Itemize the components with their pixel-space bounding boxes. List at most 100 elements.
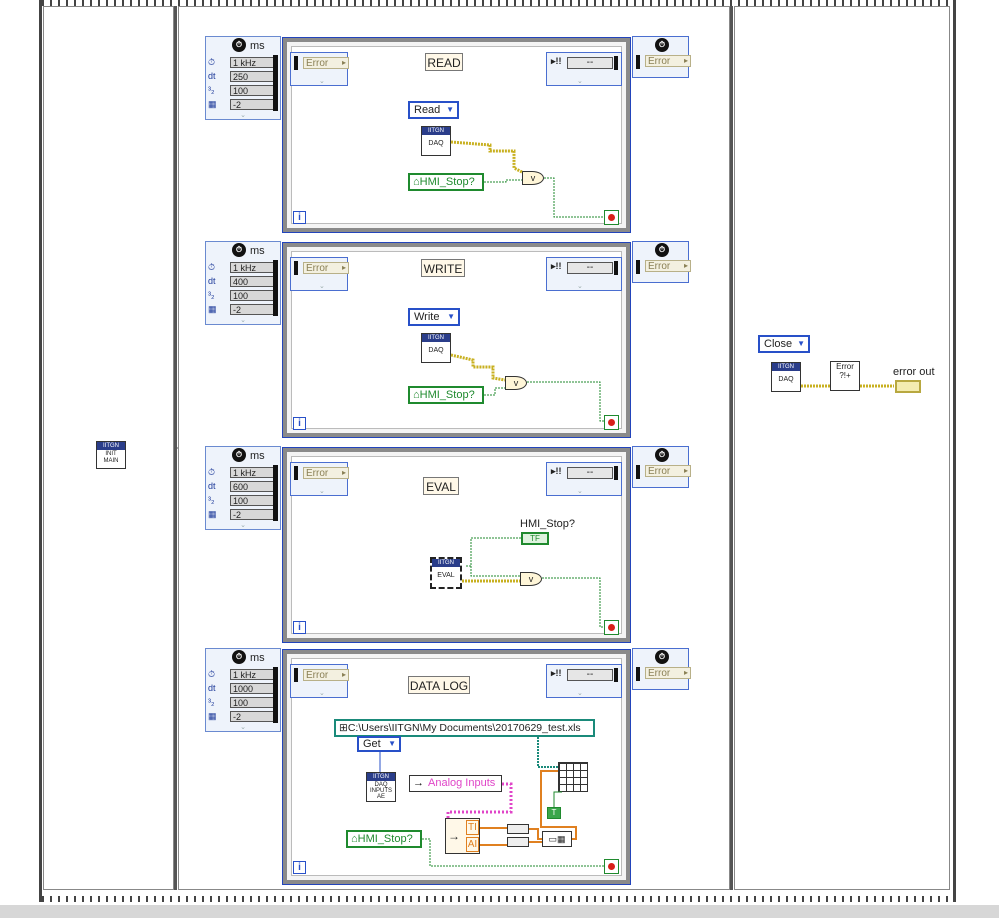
- right-node-write[interactable]: ▸!!--⌄: [546, 257, 622, 291]
- boolean-true-constant[interactable]: T: [547, 807, 561, 819]
- loop-stop-condition[interactable]: [604, 620, 619, 635]
- unit-label: ms: [250, 450, 265, 462]
- output-node-datalog[interactable]: ⏱Error▸: [632, 648, 691, 690]
- error-out-indicator[interactable]: [895, 380, 921, 393]
- global-variable-hmi-stop-datalog[interactable]: ⌂HMI_Stop?: [346, 830, 422, 848]
- processor-icon: ▦: [208, 508, 217, 519]
- vi-label: DAQ: [428, 347, 444, 354]
- left-node-read[interactable]: Error▸⌄: [290, 52, 349, 86]
- or-gate-read[interactable]: v: [522, 171, 544, 185]
- horizontal-scrollbar[interactable]: [0, 905, 999, 918]
- vi-header-text: IITGN: [97, 442, 125, 450]
- clock-icon: ⏱: [232, 448, 246, 462]
- error-label: Error: [303, 57, 349, 69]
- source-icon: ⏱: [208, 56, 216, 67]
- house-icon: ⌂: [413, 176, 420, 188]
- vi-label: DAQ: [778, 376, 794, 383]
- path-text: C:\Users\IITGN\My Documents\20170629_tes…: [347, 722, 581, 734]
- iteration-terminal: i: [293, 211, 306, 224]
- init-main-subvi[interactable]: IITGN INIT MAIN: [96, 441, 126, 469]
- enum-text: Get: [363, 738, 381, 750]
- error-output-label: Error: [645, 55, 691, 67]
- hmi-stop-boolean-indicator[interactable]: TF: [521, 532, 549, 545]
- clock-icon: ⏱: [655, 243, 669, 257]
- vi-header-text: IITGN: [422, 127, 450, 135]
- arrow-icon: →: [448, 829, 460, 843]
- global-variable-hmi-stop-read[interactable]: ⌂HMI_Stop?: [408, 173, 484, 191]
- enum-text: Write: [414, 311, 440, 323]
- enum-constant-close[interactable]: Close▼: [758, 335, 810, 353]
- error-out-label: error out: [893, 366, 935, 378]
- dt-icon: dt: [208, 276, 216, 286]
- enum-constant-get[interactable]: Get▼: [357, 736, 401, 752]
- right-node-eval[interactable]: ▸!!--⌄: [546, 462, 622, 496]
- analog-inputs-unbundle[interactable]: →Analog Inputs: [409, 775, 502, 792]
- vi-header-text: IITGN: [422, 334, 450, 342]
- enum-text: Close: [764, 338, 793, 350]
- file-path-constant[interactable]: ⊞C:\Users\IITGN\My Documents\20170629_te…: [334, 719, 595, 737]
- offset-icon: ³₂: [208, 495, 215, 505]
- array-to-matrix-1[interactable]: [507, 824, 529, 834]
- write-spreadsheet-icon[interactable]: [558, 762, 588, 792]
- processor-icon: ▦: [208, 303, 217, 314]
- ti-element: TI: [466, 820, 479, 835]
- status-field: --: [567, 669, 613, 681]
- sequence-frame-close[interactable]: [734, 6, 950, 890]
- source-icon: ⏱: [208, 261, 216, 272]
- loop-stop-condition[interactable]: [604, 415, 619, 430]
- vi-label: DAQ INPUTS AE: [369, 782, 392, 800]
- clock-icon: ⏱: [655, 38, 669, 52]
- variable-name: HMI_Stop?: [357, 833, 413, 845]
- variable-name: HMI_Stop?: [419, 176, 475, 188]
- output-node-eval[interactable]: ⏱Error▸: [632, 446, 691, 488]
- global-variable-hmi-stop-write[interactable]: ⌂HMI_Stop?: [408, 386, 484, 404]
- hmi-stop-indicator-label: HMI_Stop?: [520, 518, 576, 530]
- output-node-write[interactable]: ⏱Error▸: [632, 241, 691, 283]
- loop-label-read: READ: [425, 53, 463, 71]
- loop-stop-condition[interactable]: [604, 210, 619, 225]
- output-node-read[interactable]: ⏱Error▸: [632, 36, 691, 78]
- daq-subvi-read[interactable]: IITGN DAQ: [421, 126, 451, 156]
- right-node-read[interactable]: ▸!!--⌄: [546, 52, 622, 86]
- status-field: --: [567, 467, 613, 479]
- simple-error-handler-icon[interactable]: Error?!+: [830, 361, 860, 391]
- house-icon: ⌂: [413, 389, 420, 401]
- left-node-eval[interactable]: Error▸⌄: [290, 462, 349, 496]
- loop-stop-condition[interactable]: [604, 859, 619, 874]
- processor-icon: ▦: [208, 98, 217, 109]
- unbundle-by-name[interactable]: → TI AI: [445, 818, 480, 854]
- variable-name: HMI_Stop?: [419, 389, 475, 401]
- enum-constant-write[interactable]: Write▼: [408, 308, 460, 326]
- or-gate-write[interactable]: v: [505, 376, 527, 390]
- build-array-icon[interactable]: ▭▦: [542, 831, 572, 847]
- left-node-datalog[interactable]: Error▸⌄: [290, 664, 349, 698]
- vi-label: DAQ: [428, 140, 444, 147]
- film-strip-bottom: [39, 896, 956, 902]
- enum-constant-read[interactable]: Read▼: [408, 101, 459, 119]
- vi-label: INIT MAIN: [103, 451, 119, 464]
- tf-text: TF: [530, 534, 540, 543]
- clock-icon: ⏱: [232, 243, 246, 257]
- ai-element: AI: [466, 837, 479, 852]
- right-node-datalog[interactable]: ▸!!--⌄: [546, 664, 622, 698]
- or-gate-eval[interactable]: v: [520, 572, 542, 586]
- enum-text: Read: [414, 104, 441, 116]
- vi-header-text: IITGN: [772, 363, 800, 371]
- loop-label-write: WRITE: [421, 259, 465, 277]
- vi-header-text: IITGN: [367, 773, 395, 781]
- left-node-write[interactable]: Error▸⌄: [290, 257, 349, 291]
- loop-label-datalog: DATA LOG: [408, 676, 470, 694]
- error-label: Error: [303, 467, 349, 479]
- array-to-matrix-2[interactable]: [507, 837, 529, 847]
- dt-icon: dt: [208, 683, 216, 693]
- dt-icon: dt: [208, 71, 216, 81]
- iteration-terminal: i: [293, 861, 306, 874]
- daq-subvi-write[interactable]: IITGN DAQ: [421, 333, 451, 363]
- daq-subvi-close[interactable]: IITGN DAQ: [771, 362, 801, 392]
